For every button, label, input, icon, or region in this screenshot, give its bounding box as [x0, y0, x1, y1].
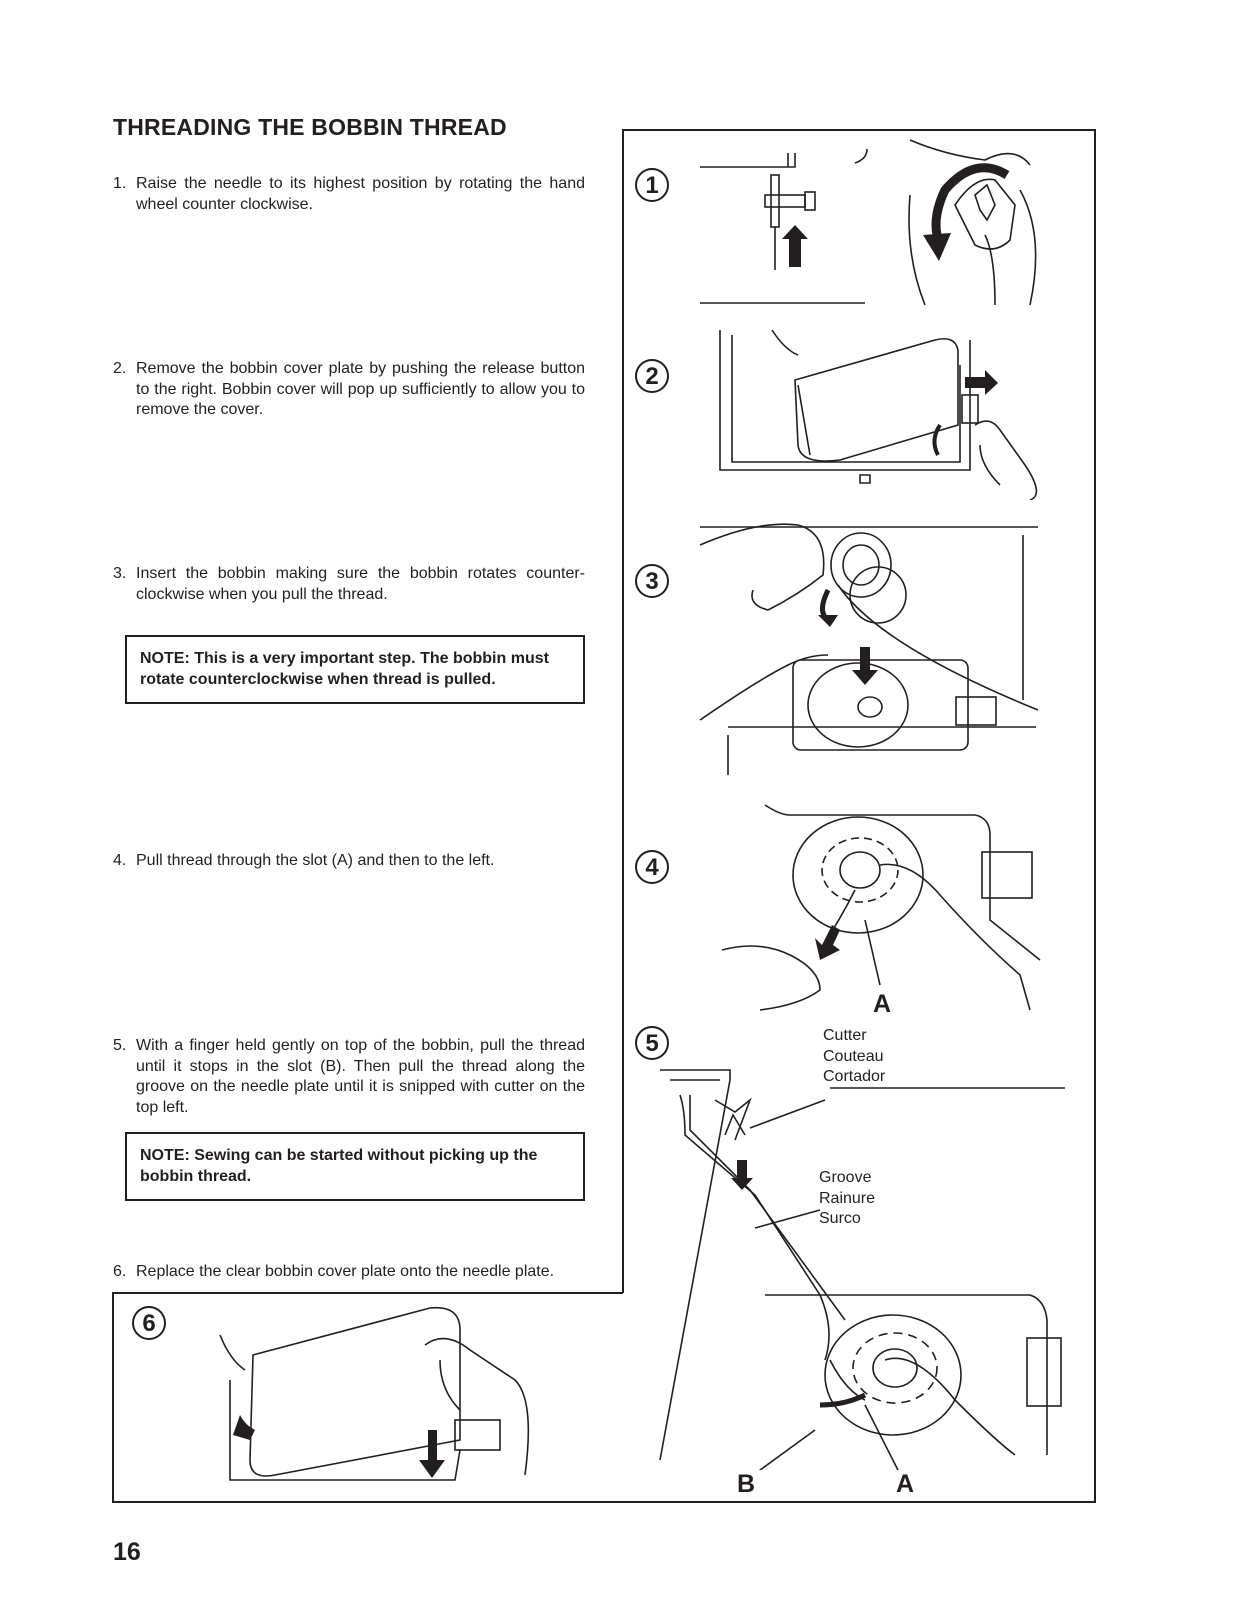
slot-a-label-fig4: A	[873, 990, 892, 1018]
step-text: With a finger held gently on top of the …	[136, 1037, 585, 1116]
groove-label-fr: Rainure	[819, 1189, 876, 1207]
page-title: THREADING THE BOBBIN THREAD	[113, 114, 507, 140]
step-1: 1. Raise the needle to its highest posit…	[113, 174, 585, 215]
slot-b-label: B	[737, 1470, 756, 1498]
step-text: Raise the needle to its highest position…	[136, 175, 585, 213]
slot-a-label-fig5: A	[896, 1470, 915, 1498]
figure-3-illustration	[699, 523, 1039, 775]
figure-number-4: 4	[635, 850, 669, 884]
page-number: 16	[113, 1538, 141, 1566]
figure-6-illustration	[219, 1306, 530, 1481]
figure-number-3: 3	[635, 564, 669, 598]
note-box-sewing: NOTE: Sewing can be started without pick…	[125, 1132, 585, 1201]
figure-4-illustration	[721, 804, 1041, 1011]
figure-1-illustration	[700, 139, 1037, 306]
figure-5-illustration	[659, 1069, 1065, 1470]
step-text: Remove the bobbin cover plate by pushing…	[136, 360, 585, 418]
note-box-important: NOTE: This is a very important step. The…	[125, 635, 585, 704]
cutter-label-es: Cortador	[823, 1068, 886, 1085]
step-4: 4. Pull thread through the slot (A) and …	[113, 851, 585, 872]
cutter-label: Cutter Couteau Cortador	[823, 1026, 885, 1088]
step-text: Pull thread through the slot (A) and the…	[136, 852, 495, 869]
step-text: Insert the bobbin making sure the bobbin…	[136, 565, 585, 603]
step-3: 3. Insert the bobbin making sure the bob…	[113, 564, 585, 605]
groove-label: Groove Rainure Surco	[819, 1168, 875, 1230]
step-2: 2. Remove the bobbin cover plate by push…	[113, 359, 585, 421]
step-number: 2.	[113, 360, 127, 377]
figure-2-illustration	[719, 329, 1038, 500]
step-text: Replace the clear bobbin cover plate ont…	[136, 1263, 555, 1280]
cutter-label-en: Cutter	[823, 1027, 867, 1044]
groove-label-en: Groove	[819, 1169, 872, 1186]
step-number: 1.	[113, 175, 127, 192]
figure-number-6: 6	[132, 1306, 166, 1340]
cutter-label-fr: Couteau	[823, 1047, 884, 1065]
step-5: 5. With a finger held gently on top of t…	[113, 1036, 585, 1118]
step-number: 3.	[113, 565, 127, 582]
step-6: 6. Replace the clear bobbin cover plate …	[113, 1262, 585, 1283]
step-number: 5.	[113, 1037, 127, 1054]
figure-number-1: 1	[635, 168, 669, 202]
step-number: 6.	[113, 1263, 127, 1280]
groove-label-es: Surco	[819, 1210, 861, 1227]
figure-number-2: 2	[635, 359, 669, 393]
figure-number-5: 5	[635, 1026, 669, 1060]
step-number: 4.	[113, 852, 127, 869]
